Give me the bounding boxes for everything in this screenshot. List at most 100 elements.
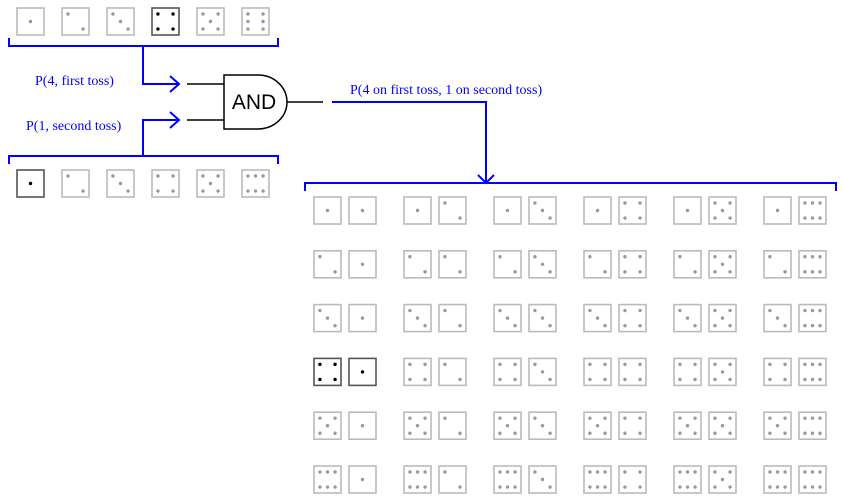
die-pip <box>623 308 627 313</box>
die-pip <box>443 255 447 259</box>
die-pip <box>156 174 160 178</box>
outcome-2-3-first-die <box>493 250 522 279</box>
die-pip <box>595 470 600 474</box>
die-face <box>528 411 557 441</box>
die-face <box>618 357 647 387</box>
output-bracket <box>304 101 837 191</box>
die-face <box>583 357 612 387</box>
outcome-3-4-first-die <box>583 303 612 333</box>
die-pip <box>818 270 822 274</box>
outcome-5-4-second-die <box>618 411 647 441</box>
die-pip <box>548 431 552 435</box>
die-pip <box>360 424 365 428</box>
die-pip <box>513 416 517 420</box>
die-pip <box>498 362 502 367</box>
die-pip <box>505 470 510 474</box>
die-pip <box>638 377 642 382</box>
die-pip <box>623 416 627 420</box>
die-face <box>798 250 827 279</box>
die-pip <box>156 189 160 193</box>
outcome-2-6-first-die <box>763 250 792 279</box>
die-pip <box>360 477 365 482</box>
first-toss-label: P(4, first toss) <box>35 74 114 89</box>
die-pip <box>66 174 70 178</box>
die-pip <box>458 216 462 220</box>
outcome-4-6-first-die <box>763 357 792 387</box>
die-pip <box>810 416 815 420</box>
die-pip <box>171 174 175 178</box>
die-pip <box>261 12 265 16</box>
die-pip <box>818 362 822 367</box>
outcome-2-4-second-die <box>618 250 647 279</box>
die-pip <box>678 377 682 382</box>
outcome-4-1-second-die <box>348 357 377 387</box>
die-pip <box>408 377 412 382</box>
die-pip <box>685 208 690 213</box>
outcome-5-1-first-die <box>313 411 342 441</box>
die-pip <box>720 477 725 482</box>
die-face <box>618 465 647 494</box>
outcome-6-3-second-die <box>528 465 557 494</box>
die-face <box>61 7 90 36</box>
die-pip <box>728 416 732 420</box>
die-pip <box>171 27 175 31</box>
die-pip <box>693 270 697 274</box>
die-pip <box>775 208 780 213</box>
die-face <box>673 357 702 387</box>
die-pip <box>325 485 330 489</box>
die-pip <box>111 174 115 178</box>
die-pip <box>333 416 337 420</box>
die-pip <box>803 308 807 313</box>
die-pip <box>588 377 592 382</box>
die-pip <box>261 19 265 24</box>
die-pip <box>638 201 642 205</box>
outcome-3-3-first-die <box>493 303 522 333</box>
die-pip <box>810 308 815 313</box>
die-pip <box>810 362 815 367</box>
die-pip <box>818 323 822 328</box>
die-pip <box>333 431 337 435</box>
die-pip <box>783 323 787 328</box>
outcome-5-2-first-die <box>403 411 432 441</box>
die-pip <box>818 431 822 435</box>
output-label: P(4 on first toss, 1 on second toss) <box>350 83 542 98</box>
die-pip <box>246 189 250 193</box>
die-pip <box>603 470 607 474</box>
die-pip <box>783 431 787 435</box>
die-pip <box>201 12 205 16</box>
die-pip <box>603 377 607 382</box>
die-pip <box>768 377 772 382</box>
die-pip <box>803 270 807 274</box>
die-pip <box>595 208 600 213</box>
outcome-6-6-second-die <box>798 465 827 494</box>
die-pip <box>713 470 717 474</box>
die-pip <box>728 255 732 259</box>
die-pip <box>333 362 337 367</box>
die-pip <box>415 316 420 320</box>
outcome-4-2-first-die <box>403 357 432 387</box>
die-pip <box>768 255 772 259</box>
die-pip <box>588 362 592 367</box>
die-pip <box>261 189 265 193</box>
die-pip <box>713 323 717 328</box>
die-face <box>438 196 467 225</box>
outcome-5-3-first-die <box>493 411 522 441</box>
die-pip <box>408 362 412 367</box>
outcome-4-3-second-die <box>528 357 557 387</box>
second-toss-die-1 <box>16 169 45 198</box>
die-pip <box>678 485 682 489</box>
die-face <box>763 250 792 279</box>
outcome-4-4-second-die <box>618 357 647 387</box>
gate-label: AND <box>232 91 276 114</box>
dice-layer <box>16 7 827 494</box>
first-toss-die-3 <box>106 7 135 36</box>
die-pip <box>803 416 807 420</box>
die-pip <box>498 377 502 382</box>
die-pip <box>803 201 807 205</box>
die-pip <box>246 174 250 178</box>
outcome-3-1-second-die <box>348 303 377 333</box>
outcome-6-1-first-die <box>313 465 342 494</box>
die-pip <box>713 431 717 435</box>
die-pip <box>810 470 815 474</box>
